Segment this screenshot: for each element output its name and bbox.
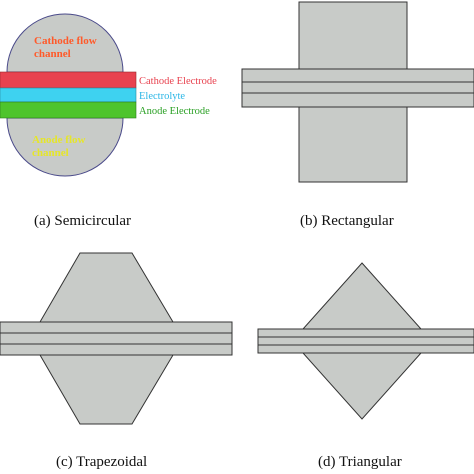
cathode-channel-label-line1: Cathode flow [34,35,97,47]
rectangular-membrane-band [241,68,474,108]
triangular-channel-bottom [301,352,423,420]
caption-trapezoidal: (c) Trapezoidal [56,454,147,470]
anode-channel-label-line2: channel [32,147,69,159]
cathode-electrode-layer [0,71,137,89]
trapezoidal-channel-bottom [39,354,174,425]
caption-triangular: (d) Triangular [318,454,402,470]
cathode-channel-label-line2: channel [34,48,71,60]
trapezoidal-channel-top [39,252,174,323]
panel-semicircular: Cathode flow channel Anode flow channel … [0,13,217,229]
caption-semicircular: (a) Semicircular [34,213,131,229]
panel-rectangular: (b) Rectangular [241,1,474,229]
panel-triangular: (d) Triangular [257,262,474,470]
anode-electrode-label: Anode Electrode [139,106,210,117]
cathode-flow-channel [6,13,124,73]
triangular-membrane-band [257,328,474,354]
anode-flow-channel [6,117,124,177]
anode-electrode-layer [0,101,137,119]
triangular-channel-top [301,262,423,330]
cathode-electrode-label: Cathode Electrode [139,76,217,87]
electrolyte-label: Electrolyte [139,91,185,102]
anode-channel-label-line1: Anode flow [32,134,86,146]
trapezoidal-membrane-band [0,321,233,356]
electrolyte-layer [0,87,137,103]
caption-rectangular: (b) Rectangular [300,213,394,229]
panel-trapezoidal: (c) Trapezoidal [0,252,233,470]
